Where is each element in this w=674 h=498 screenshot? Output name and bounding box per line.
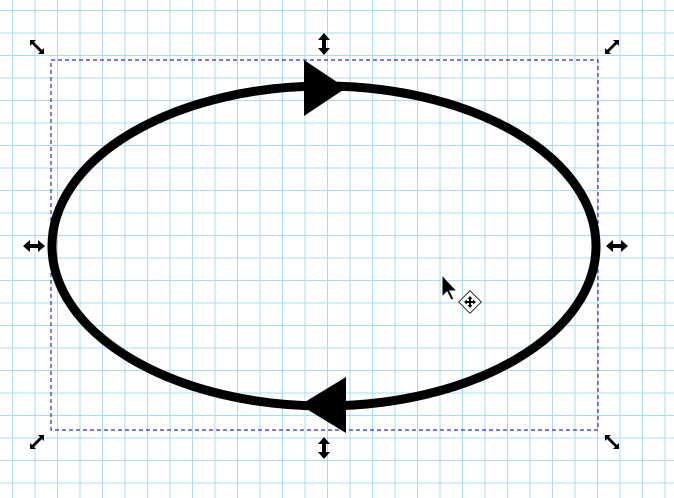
arrow-marker-top-icon[interactable] (304, 60, 346, 116)
vertical-resize-icon (318, 33, 330, 55)
horizontal-resize-icon (606, 240, 628, 252)
scale-handle-bottom-right[interactable] (605, 435, 619, 449)
scale-handle-top-right[interactable] (605, 40, 619, 54)
scale-handle-right[interactable] (606, 240, 628, 252)
diagonal-resize-icon (605, 40, 619, 54)
move-crosshair-icon (458, 290, 482, 314)
scale-handle-bottom-left[interactable] (30, 435, 44, 449)
mouse-cursor (441, 273, 482, 314)
diagonal-resize-icon (605, 435, 619, 449)
ellipse-path[interactable] (47, 81, 601, 411)
move-pointer-cursor-icon (441, 273, 459, 301)
scale-handle-bottom[interactable] (318, 437, 330, 459)
horizontal-resize-icon (23, 240, 45, 252)
vertical-resize-icon (318, 437, 330, 459)
diagonal-resize-icon (30, 435, 44, 449)
scale-handle-left[interactable] (23, 240, 45, 252)
scale-handle-top[interactable] (318, 33, 330, 55)
arrow-marker-bottom-icon[interactable] (300, 377, 346, 433)
scale-handle-top-left[interactable] (30, 40, 44, 54)
selection-bounding-box (50, 59, 599, 431)
diagonal-resize-icon (30, 40, 44, 54)
